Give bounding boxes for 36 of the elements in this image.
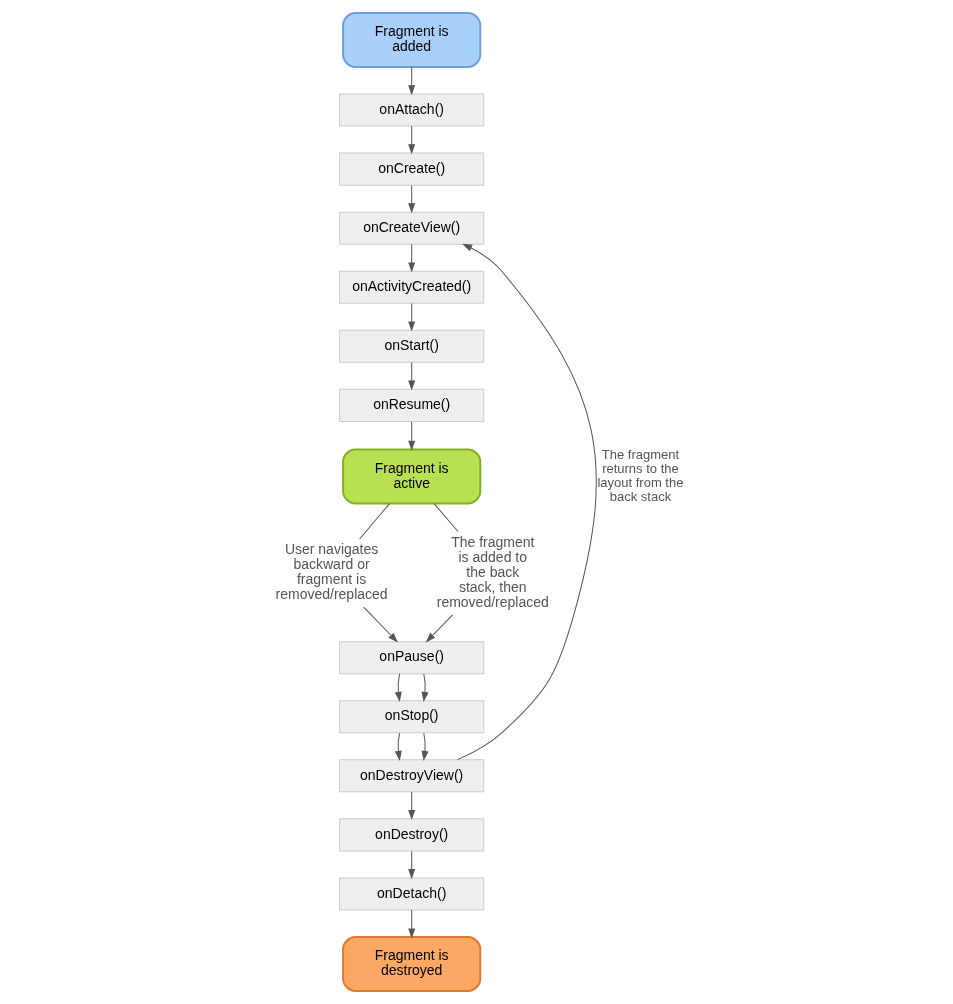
arrow: [407, 303, 415, 331]
edge-label: The fragment returns to the layout from the back stack: [596, 446, 683, 504]
arrow: [394, 673, 402, 701]
node-box: onStop(): [338, 700, 484, 734]
arrow: [362, 606, 397, 642]
node-box: onPause(): [338, 641, 484, 675]
node-box: onCreate(): [338, 152, 484, 186]
node-text: The fragment is added to the back stack, then removed/replaced: [436, 533, 549, 610]
arrow: [407, 850, 415, 879]
arrow: [407, 362, 415, 390]
node-box: onDestroy(): [338, 818, 484, 852]
arrow: [407, 243, 415, 272]
node-box: onStart(): [338, 329, 484, 363]
arrow: [407, 791, 415, 820]
node-box: onDestroyView(): [338, 759, 484, 793]
arrow: [421, 732, 428, 760]
node-box: onDetach(): [338, 877, 484, 911]
node-box: onAttach(): [338, 93, 484, 127]
node-box: Fragment is active: [341, 448, 481, 505]
connector: [433, 503, 458, 532]
arrow: [407, 125, 415, 154]
arrow: [407, 184, 415, 213]
arrow: [394, 732, 402, 760]
connector: [358, 503, 390, 540]
arrow: [407, 421, 415, 450]
arrow: [407, 66, 415, 95]
arrow: [456, 243, 597, 761]
arrow: [407, 909, 415, 938]
node-box: onResume(): [338, 388, 484, 422]
node-box: onCreateView(): [338, 211, 484, 245]
node-text: User navigates backward or fragment is removed/replaced: [275, 541, 388, 603]
arrow: [425, 614, 453, 642]
node-box: onActivityCreated(): [338, 270, 484, 304]
node-box: Fragment is destroyed: [341, 936, 481, 993]
arrow: [421, 673, 428, 701]
node-box: Fragment is added: [341, 11, 481, 68]
